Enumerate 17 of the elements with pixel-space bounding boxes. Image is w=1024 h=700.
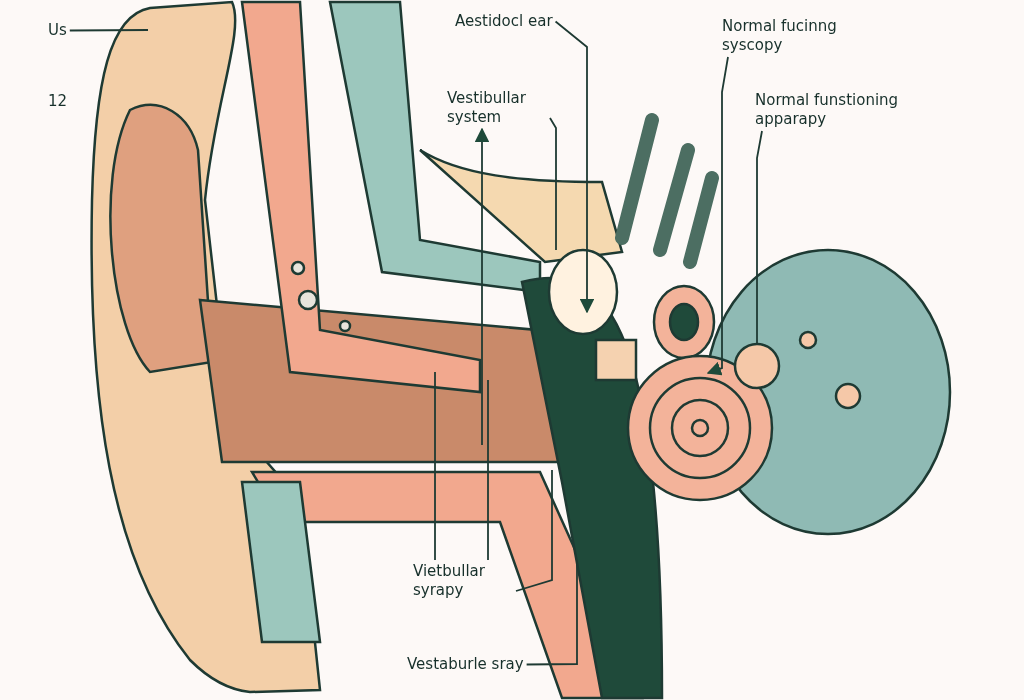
leader-line xyxy=(434,371,436,561)
part-label: Normal fucinng syscopy xyxy=(722,17,872,55)
leader-line xyxy=(487,379,489,561)
part-label: Us xyxy=(48,21,67,40)
part-label: Vietbullar syrapy xyxy=(413,562,513,600)
leader-arrow xyxy=(474,127,490,446)
leader-line xyxy=(756,130,763,344)
part-label: Aestidocl ear xyxy=(455,12,553,31)
leader-arrow xyxy=(706,56,729,376)
part-label: Vestaburle sray xyxy=(407,655,524,674)
callout-number: 12 xyxy=(48,92,68,111)
leader-line xyxy=(515,469,553,592)
leader-line xyxy=(549,117,557,251)
part-label: Vestibullar system xyxy=(447,89,547,127)
leader-line xyxy=(68,29,149,32)
leader-arrow xyxy=(554,20,595,314)
part-label: Normal funstioning apparapy xyxy=(755,91,955,129)
